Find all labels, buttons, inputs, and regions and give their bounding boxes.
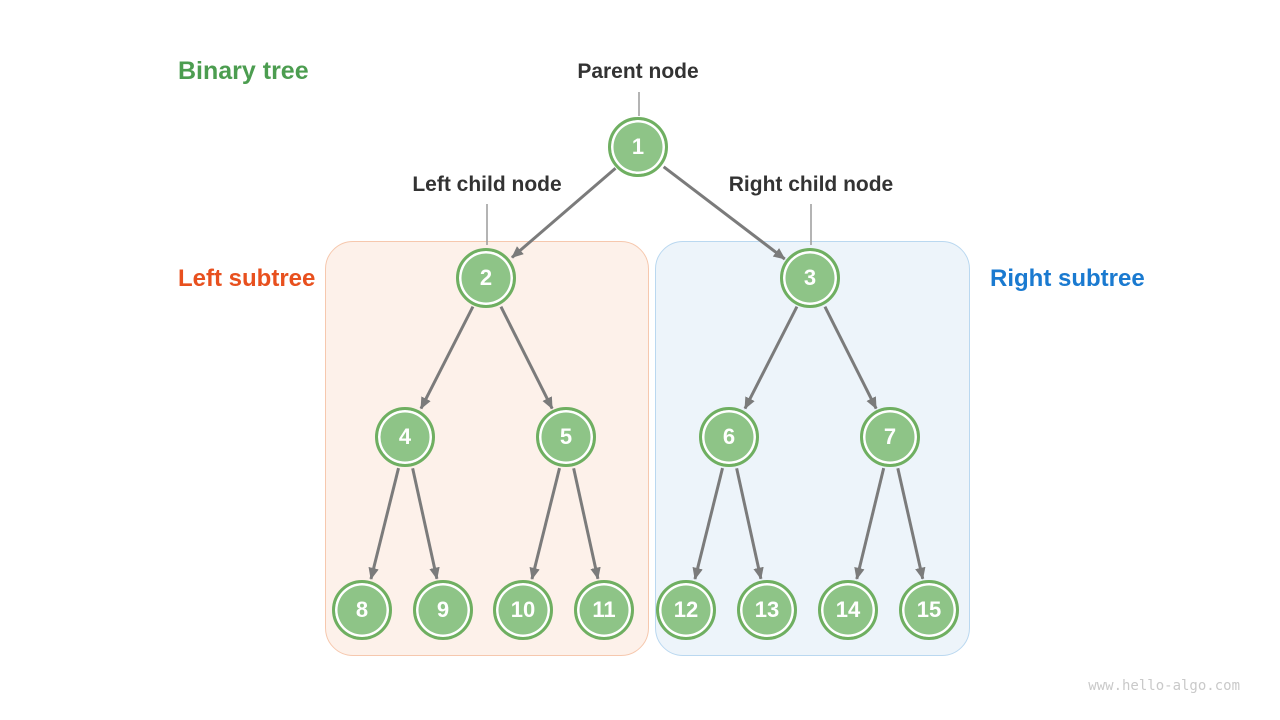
tree-node-14: 14: [818, 580, 878, 640]
tree-edge-3-6: [743, 305, 799, 410]
tree-edge-1-2: [511, 167, 617, 259]
right-child-node-label: Right child node: [728, 173, 894, 196]
tree-edge-1-3: [662, 165, 786, 261]
diagram-title: Binary tree: [178, 57, 309, 85]
tree-edge-6-13: [735, 467, 764, 580]
tree-node-6: 6: [699, 407, 759, 467]
tree-edge-3-7: [823, 306, 878, 410]
watermark-url: www.hello-algo.com: [1088, 678, 1240, 694]
tree-edge-6-12: [692, 467, 724, 580]
tree-node-15: 15: [899, 580, 959, 640]
tree-node-9: 9: [413, 580, 473, 640]
tree-node-2: 2: [456, 248, 516, 308]
tree-edge-2-4: [419, 305, 475, 410]
tree-node-11: 11: [574, 580, 634, 640]
tree-node-7: 7: [860, 407, 920, 467]
tree-node-12: 12: [656, 580, 716, 640]
tree-edge-7-14: [854, 467, 886, 580]
tree-node-10: 10: [493, 580, 553, 640]
tree-edge-4-8: [368, 467, 400, 580]
tree-edge-4-9: [411, 467, 440, 580]
tree-node-13: 13: [737, 580, 797, 640]
tree-node-1: 1: [608, 117, 668, 177]
tree-node-3: 3: [780, 248, 840, 308]
left-subtree-label: Left subtree: [178, 265, 316, 292]
tree-edge-5-11: [572, 467, 601, 580]
tree-node-4: 4: [375, 407, 435, 467]
tree-edge-7-15: [896, 467, 926, 580]
tree-edge-2-5: [499, 306, 554, 410]
tree-edge-5-10: [529, 467, 561, 580]
left-child-node-label: Left child node: [412, 173, 562, 196]
tree-node-5: 5: [536, 407, 596, 467]
right-subtree-label: Right subtree: [990, 265, 1145, 292]
tree-node-8: 8: [332, 580, 392, 640]
parent-node-label: Parent node: [577, 60, 699, 83]
